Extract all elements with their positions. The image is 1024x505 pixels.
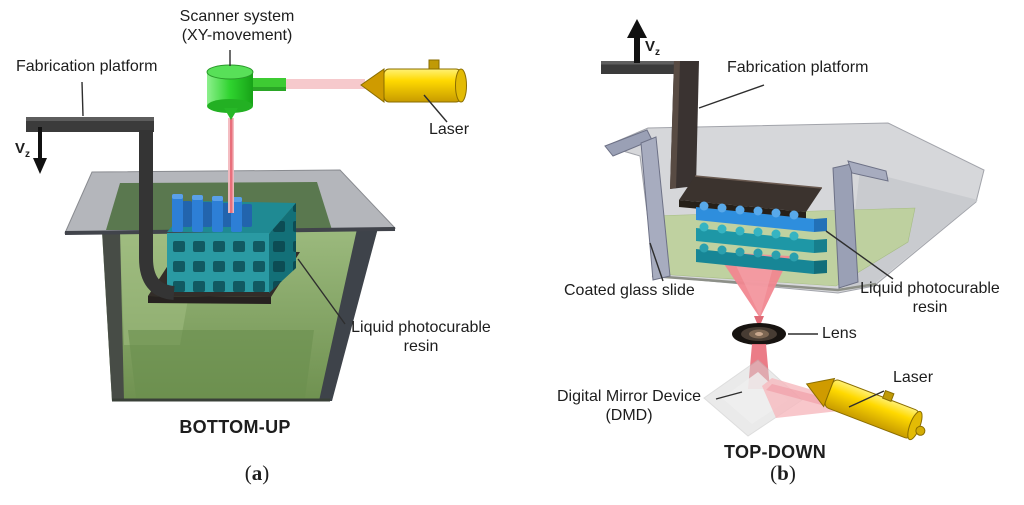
velocity-subscript-b: z bbox=[655, 47, 661, 58]
resin-label-b: Liquid photocurable resin bbox=[840, 279, 1020, 317]
caption-a: BOTTOM-UP bbox=[179, 417, 291, 437]
laser-label-b: Laser bbox=[893, 369, 934, 386]
fabrication-platform-label-b: Fabrication platform bbox=[727, 59, 869, 76]
build-structure-a-graphic bbox=[148, 194, 300, 304]
velocity-symbol-a: V bbox=[15, 140, 26, 157]
laser-b-graphic bbox=[805, 377, 926, 441]
resin-label-a: Liquid photocurable resin bbox=[331, 318, 511, 356]
resin-label-b-line2: resin bbox=[912, 299, 948, 316]
panel-letter-b-close: ) bbox=[788, 461, 796, 485]
velocity-label-a: Vz bbox=[15, 139, 30, 164]
resin-label-a-line2: resin bbox=[403, 338, 439, 355]
resin-label-b-line1: Liquid photocurable bbox=[860, 280, 1000, 297]
panel-letter-b-open: ( bbox=[770, 461, 778, 485]
lens-label: Lens bbox=[822, 325, 857, 342]
lattice-b-graphic bbox=[696, 201, 827, 274]
panel-letter-b-letter: b bbox=[777, 461, 789, 485]
laser-beam-vertical-a bbox=[228, 118, 234, 213]
velocity-symbol-b: V bbox=[645, 38, 656, 55]
tub-wall-profiles-b bbox=[604, 129, 889, 289]
velocity-subscript-a: z bbox=[25, 149, 31, 160]
laser-a-graphic bbox=[360, 59, 467, 103]
laser-beam-horizontal-a bbox=[286, 79, 365, 89]
rear-pillars-a bbox=[182, 201, 252, 227]
dmd-label-line2: (DMD) bbox=[605, 407, 653, 424]
leader-lines-b bbox=[649, 84, 894, 408]
scanner-system-label-line1: Scanner system bbox=[179, 8, 295, 25]
panel-letter-b: (b) bbox=[751, 461, 815, 485]
velocity-arrow-up-icon bbox=[627, 19, 647, 63]
dmd-label: Digital Mirror Device (DMD) bbox=[539, 387, 719, 425]
velocity-arrow-down-icon bbox=[33, 127, 47, 174]
scanner-system-label-line2: (XY-movement) bbox=[181, 27, 293, 44]
fabrication-platform-label-a: Fabrication platform bbox=[16, 58, 158, 75]
coated-glass-slide-label: Coated glass slide bbox=[564, 282, 695, 299]
resin-label-a-line1: Liquid photocurable bbox=[351, 319, 491, 336]
laser-label-a: Laser bbox=[429, 121, 470, 138]
panel-letter-a: (a) bbox=[225, 461, 289, 485]
panel-letter-a-open: ( bbox=[244, 461, 252, 485]
scanner-graphic bbox=[206, 64, 286, 120]
caption-b: TOP-DOWN bbox=[723, 442, 827, 462]
panel-letter-a-letter: a bbox=[251, 461, 263, 485]
dmd-label-line1: Digital Mirror Device bbox=[556, 388, 702, 405]
scanner-system-label: Scanner system (XY-movement) bbox=[157, 7, 317, 45]
platform-bracket-b-graphic bbox=[601, 61, 699, 189]
platform-bracket-a-graphic bbox=[26, 117, 175, 300]
velocity-label-b: Vz bbox=[645, 37, 660, 62]
panel-letter-a-close: ) bbox=[262, 461, 270, 485]
leader-lines-a bbox=[81, 50, 448, 325]
lens-graphic bbox=[732, 316, 786, 345]
